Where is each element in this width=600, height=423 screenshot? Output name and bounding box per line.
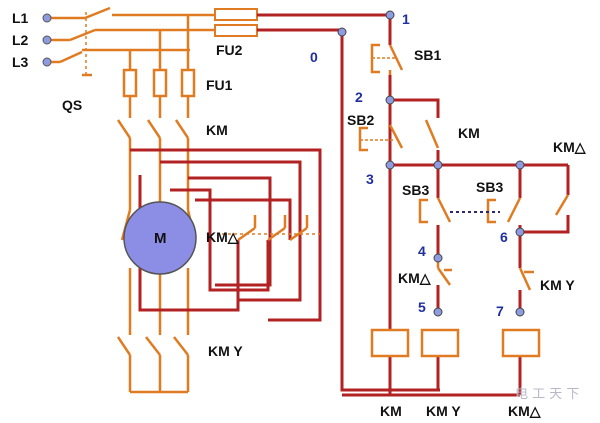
node-dot-3	[385, 160, 395, 170]
terminal-l2	[42, 35, 52, 45]
label-kmy-main: KM Y	[208, 343, 243, 359]
label-l3: L3	[12, 54, 29, 70]
sb2-switch	[358, 124, 404, 152]
km-delta-interlock-contact	[436, 258, 452, 286]
node-1: 1	[402, 11, 410, 27]
label-coil-km: KM	[380, 403, 402, 419]
coil-km-delta	[501, 328, 541, 358]
terminal-dots	[42, 13, 52, 67]
label-sb2: SB2	[347, 112, 374, 128]
label-l2: L2	[12, 32, 29, 48]
label-km-aux: KM	[458, 125, 480, 141]
terminal-l1	[42, 13, 52, 23]
sb3-switches	[418, 197, 522, 224]
node-2: 2	[355, 89, 363, 105]
node-6: 6	[500, 229, 508, 245]
label-coil-km-delta: KM△	[508, 403, 542, 419]
node-dot-4	[433, 253, 443, 263]
node-5: 5	[418, 299, 426, 315]
label-km-delta-main: KM△	[206, 229, 240, 245]
node-3: 3	[366, 171, 374, 187]
km-delta-aux-contact	[554, 194, 570, 216]
node-dot-3c	[515, 160, 525, 170]
power-input	[50, 6, 215, 77]
label-km-main: KM	[206, 122, 228, 138]
watermark: 电 工 天 下	[515, 387, 579, 402]
label-sb1: SB1	[414, 47, 441, 63]
sb1-switch	[370, 43, 404, 75]
fuse-fu2	[214, 8, 258, 37]
label-coil-kmy: KM Y	[426, 403, 461, 419]
km-delta-main-contacts	[222, 215, 320, 242]
main-phase-wires	[116, 15, 197, 394]
node-dot-0	[337, 27, 347, 37]
coils	[370, 328, 541, 358]
terminal-l3	[42, 57, 52, 67]
node-4: 4	[418, 243, 426, 259]
node-dot-7	[515, 307, 525, 317]
node-dot-6	[515, 227, 525, 237]
coil-kmy	[420, 328, 460, 358]
label-sb3-left: SB3	[402, 182, 429, 198]
label-motor: M	[154, 230, 167, 247]
km-aux-contact	[424, 119, 440, 149]
node-dot-2	[385, 95, 395, 105]
motor-circle	[123, 201, 197, 275]
node-dot-3b	[433, 160, 443, 170]
coil-km	[370, 328, 410, 358]
node-0: 0	[310, 49, 318, 65]
label-sb3-right: SB3	[476, 179, 503, 195]
node-dot-5	[433, 307, 443, 317]
label-qs: QS	[62, 97, 82, 113]
delta-wires	[130, 148, 322, 322]
motor	[123, 201, 197, 275]
label-fu1: FU1	[206, 77, 233, 93]
kmy-interlock-contact	[518, 267, 534, 291]
label-km-delta-interlock: KM△	[398, 270, 432, 286]
label-km-delta-aux: KM△	[553, 139, 587, 155]
control-wires	[257, 13, 570, 397]
node-dot-1	[385, 10, 395, 20]
label-fu2: FU2	[216, 42, 243, 58]
node-7: 7	[496, 303, 504, 319]
label-kmy-aux: KM Y	[540, 277, 575, 293]
label-l1: L1	[12, 10, 29, 26]
node-dots	[337, 10, 525, 317]
